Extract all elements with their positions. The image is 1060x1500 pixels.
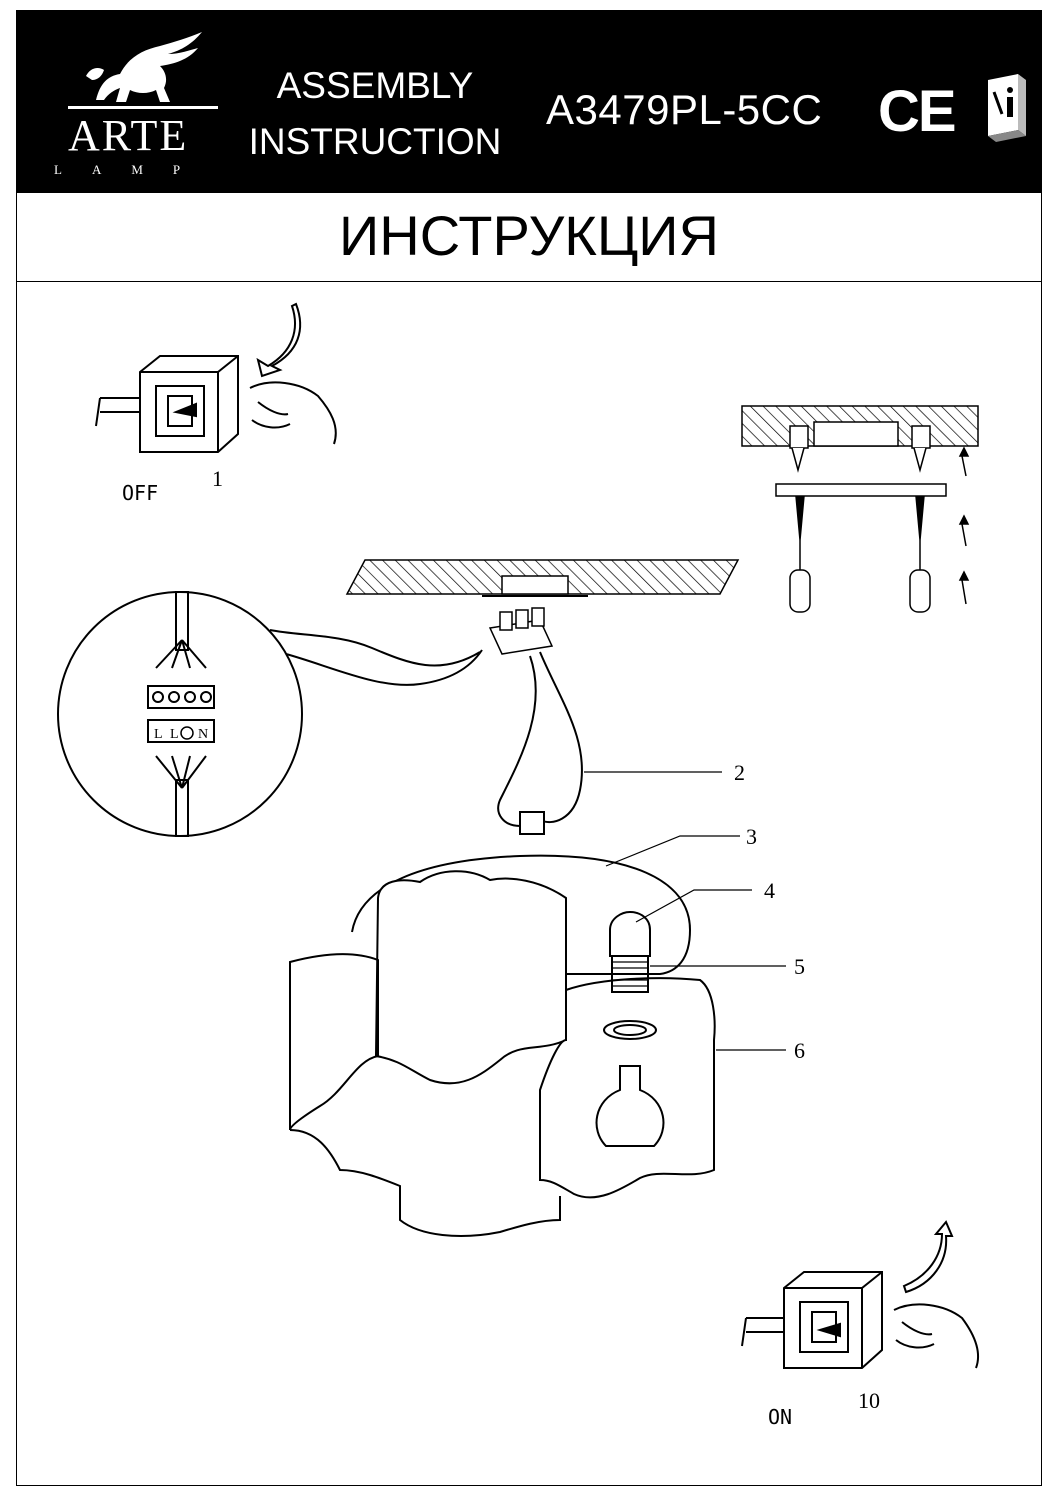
power-cable	[497, 651, 583, 835]
callout-leaders	[584, 771, 786, 1051]
hand-outline-on	[893, 1303, 980, 1369]
wire-stub-right	[741, 1317, 784, 1347]
brand-name: ARTE	[68, 111, 189, 160]
switch-off-illustration	[95, 302, 337, 453]
ce-mark: CE	[878, 79, 957, 144]
callout-2: 2	[734, 760, 745, 785]
switch-box	[139, 355, 239, 453]
switch-on-illustration	[741, 1220, 980, 1369]
callout-6: 6	[794, 1038, 805, 1063]
header-bar: ARTE LAMP ASSEMBLY INSTRUCTION A3479PL-5…	[16, 10, 1042, 193]
wire-stub-left	[95, 397, 140, 427]
assembly-line-1: ASSEMBLY	[276, 65, 474, 106]
griffin-logo-icon	[68, 32, 218, 109]
step-on-number: 10	[858, 1388, 880, 1413]
mounting-bracket-detail	[741, 405, 979, 613]
terminal-label-3: N	[198, 727, 208, 742]
ceiling-section	[345, 559, 740, 597]
socket-cap	[609, 910, 651, 957]
terminal-label-1: L	[154, 727, 163, 742]
switch-box-edges	[140, 355, 239, 452]
switch-plate-on	[799, 1301, 849, 1353]
step-off-number: 1	[212, 466, 223, 491]
junction-box	[501, 575, 569, 595]
hand-outline	[249, 381, 337, 445]
switch-plate	[155, 385, 205, 437]
glass-shade-1	[374, 870, 567, 1085]
light-bulb-icon	[595, 1065, 665, 1147]
step-off-label: OFF	[122, 481, 158, 505]
wiring-detail	[57, 591, 483, 837]
page-title: ИНСТРУКЦИЯ	[339, 204, 719, 267]
callout-5: 5	[794, 954, 805, 979]
callout-3: 3	[746, 824, 757, 849]
lamp-assembly	[289, 854, 716, 1237]
callout-4: 4	[764, 878, 775, 903]
switch-box-on	[783, 1271, 883, 1369]
terminal-block	[488, 607, 554, 655]
glass-shade-4	[289, 1129, 561, 1237]
terminal-label-2: L	[170, 727, 179, 742]
assembly-line-2: INSTRUCTION	[248, 121, 502, 162]
model-number: A3479PL-5CC	[546, 86, 823, 133]
assembly-title: ASSEMBLY INSTRUCTION	[230, 58, 520, 170]
title-row: ИНСТРУКЦИЯ	[16, 193, 1042, 282]
step-on-label: ON	[768, 1405, 792, 1429]
manual-book-icon	[988, 74, 1026, 142]
arrow-down-icon	[256, 302, 301, 378]
brand-subtitle: LAMP	[54, 162, 211, 177]
shade-ring	[603, 1020, 657, 1040]
glass-shade-2	[289, 953, 379, 1131]
ground-symbol-icon	[180, 726, 194, 740]
arrow-up-icon	[902, 1220, 954, 1294]
switch-lever	[172, 402, 197, 418]
